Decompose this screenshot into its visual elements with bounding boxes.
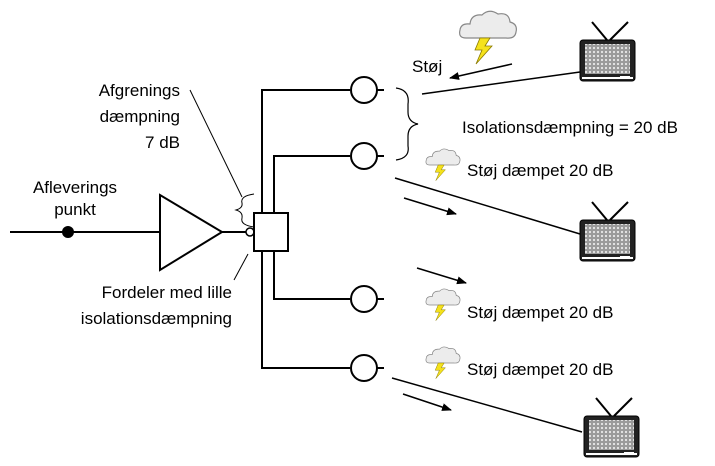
branch-1 [261,89,350,213]
stoj-daempet-label-1: Støj dæmpet 20 dB [467,161,613,180]
thunderstorm-cloud-icon-1 [459,10,518,65]
cable-tv-3 [391,377,583,433]
noise-arrow-3 [416,267,467,285]
television-icon-3 [583,397,640,458]
noise-arrow-4 [402,393,452,411]
fordeler-label-1: Fordeler med lille [102,283,232,302]
isolation-label: Isolationsdæmpning = 20 dB [462,118,678,137]
noise-arrow-up [449,63,513,80]
television-icon-1 [579,21,636,82]
afleverings-label-1: Afleverings [33,178,117,197]
splitter-input-node [245,227,255,237]
afgrenings-label-2: dæmpning [100,107,180,126]
thunderstorm-cloud-icon-3 [425,288,461,321]
thunderstorm-cloud-icon-2 [425,148,461,181]
splitter-box [253,212,289,252]
noise-arrow-2 [403,197,457,216]
transfer-point-dot [62,226,74,238]
cable-tv-1 [421,71,581,95]
amplifier-triangle-icon [159,193,224,272]
branch-2 [273,155,350,213]
isolation-brace [395,87,419,161]
stoj-daempet-label-3: Støj dæmpet 20 dB [467,360,613,379]
tap-outlet-2 [350,142,385,170]
tap-outlet-1 [350,76,385,104]
afgrenings-leader [189,89,243,198]
tap-outlet-4 [350,354,385,382]
afgrenings-label-3: 7 dB [145,133,180,152]
television-icon-2 [579,201,636,262]
fordeler-leader [233,253,249,281]
afgrenings-label-1: Afgrenings [99,81,180,100]
thunderstorm-cloud-icon-4 [425,346,461,379]
tap-outlet-3 [350,285,385,313]
branch-4 [261,251,350,369]
branch-3 [273,251,350,300]
stoj-label: Støj [412,57,442,76]
fordeler-label-2: isolationsdæmpning [81,309,232,328]
stoj-daempet-label-2: Støj dæmpet 20 dB [467,303,613,322]
afleverings-label-2: punkt [54,200,96,219]
cable-tv-2 [394,177,581,235]
afgrenings-brace [234,193,255,228]
